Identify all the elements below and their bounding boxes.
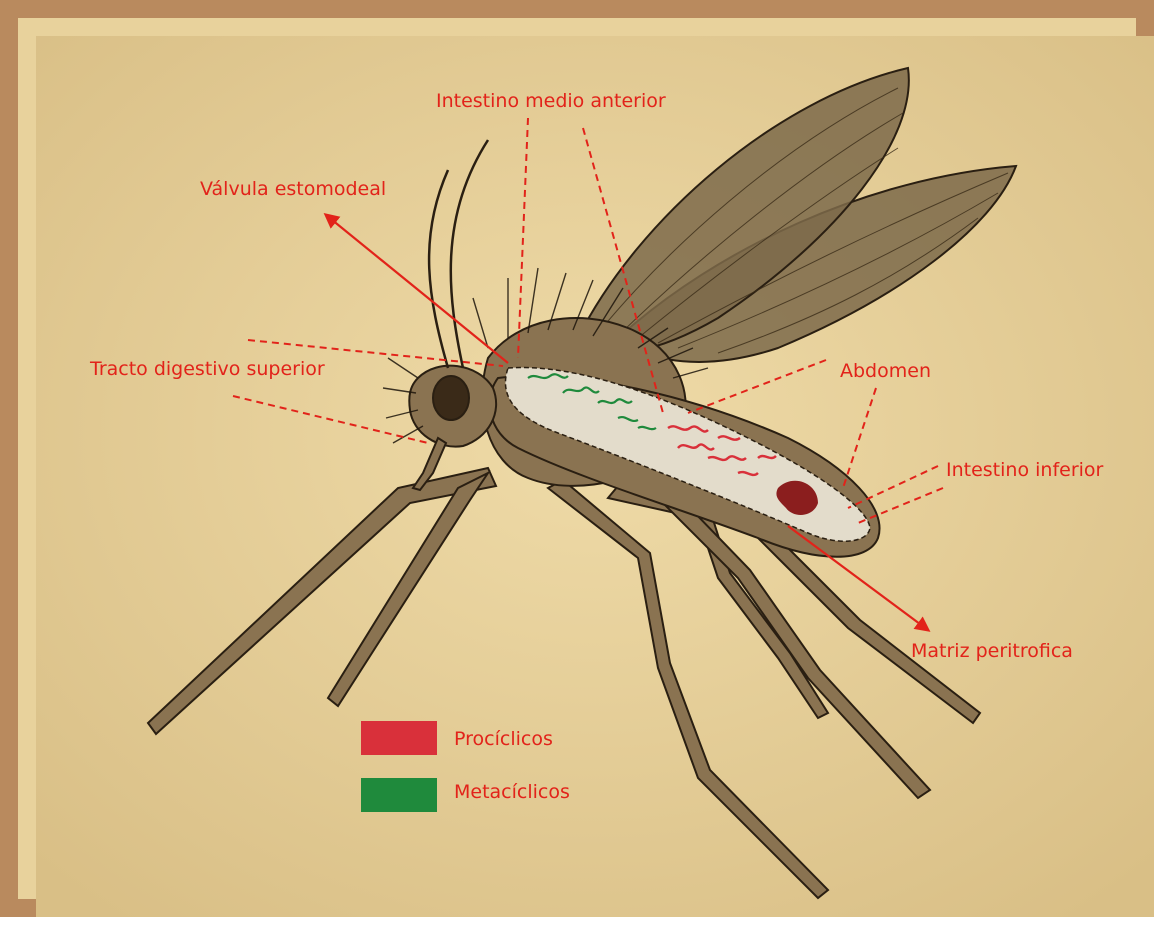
label-matriz-peritrofica: Matriz peritrofica — [911, 642, 1073, 661]
legend-label-prociclicos: Procíclicos — [454, 730, 553, 749]
label-valvula-estomodeal: Válvula estomodeal — [200, 180, 386, 199]
label-intestino-medio-anterior: Intestino medio anterior — [436, 92, 666, 111]
label-tracto-digestivo-superior: Tracto digestivo superior — [90, 360, 325, 379]
legend-swatch-metaciclicos — [361, 778, 437, 812]
legend-swatch-prociclicos — [361, 721, 437, 755]
label-intestino-inferior: Intestino inferior — [946, 461, 1103, 480]
label-abdomen: Abdomen — [840, 362, 931, 381]
eye — [433, 376, 469, 420]
legend-label-metaciclicos: Metacíclicos — [454, 783, 570, 802]
